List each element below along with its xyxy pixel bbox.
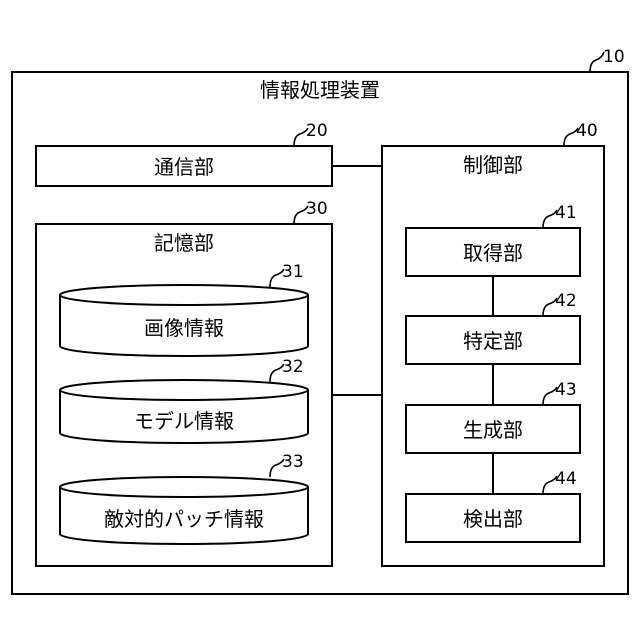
storage-item-ref: 33 [282,452,304,472]
control-unit-label: 取得部 [463,241,523,265]
storage-ref: 30 [306,199,328,219]
control-unit-ref: 42 [555,291,577,311]
device-title: 情報処理装置 [260,78,380,102]
control-unit-ref: 43 [555,380,577,400]
control-unit-label: 検出部 [463,507,523,531]
storage-item-label: 画像情報 [144,316,224,340]
control-unit-label: 生成部 [463,418,523,442]
storage-item-ref: 31 [282,262,304,282]
device-ref-leader [590,52,604,72]
storage-item-ref: 32 [282,357,304,377]
comm-ref: 20 [306,121,328,141]
storage-item-label: モデル情報 [134,409,234,433]
control-ref: 40 [576,121,598,141]
storage-label: 記憶部 [154,231,214,255]
storage-item-label: 敵対的パッチ情報 [104,507,264,531]
control-unit-ref: 41 [555,203,577,223]
device-ref: 10 [603,47,625,67]
comm-label: 通信部 [154,155,214,179]
control-unit-label: 特定部 [463,329,523,353]
control-unit-ref: 44 [555,469,577,489]
control-label: 制御部 [463,153,523,177]
